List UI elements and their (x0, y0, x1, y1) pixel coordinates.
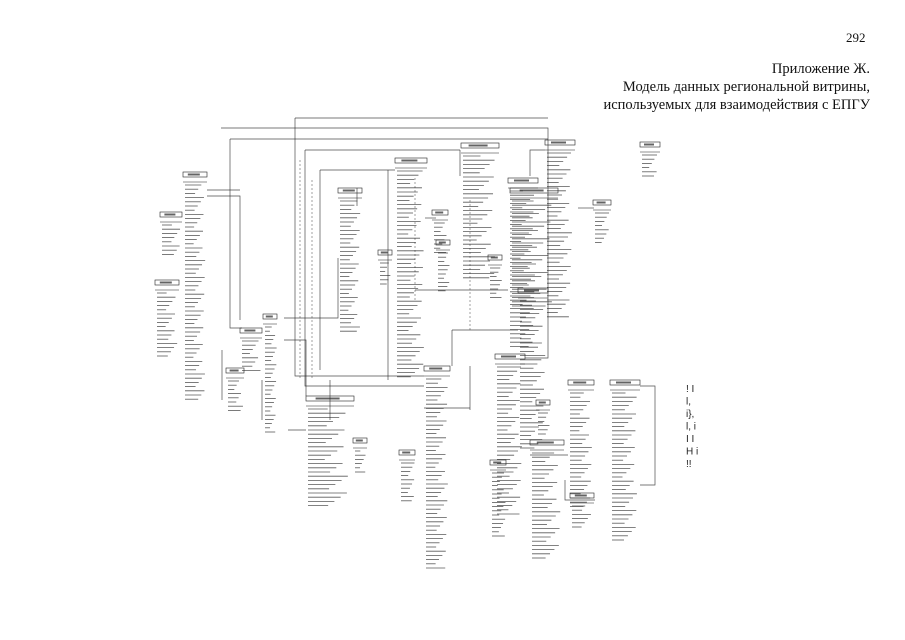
side-mark: H i (686, 447, 698, 458)
entity-table (592, 199, 612, 243)
entity-table (507, 177, 539, 347)
entity-table (569, 492, 595, 528)
page-number: 292 (846, 30, 866, 45)
entity-table (182, 171, 208, 400)
entity-table (489, 459, 507, 537)
entity-table (352, 437, 368, 473)
entity-table (154, 279, 180, 357)
entity-table (239, 327, 263, 371)
entity-table (435, 239, 451, 292)
entity-table (423, 365, 451, 569)
entity-table (460, 142, 500, 279)
side-mark: i}, (686, 409, 694, 420)
entity-table (337, 187, 363, 332)
entity-table (517, 287, 549, 449)
appendix-title-line-3: используемых для взаимодействия с ЕПГУ (603, 97, 870, 113)
entity-table (639, 141, 661, 177)
entity-table (609, 379, 641, 541)
entity-table (567, 379, 595, 507)
entity-table (494, 353, 526, 515)
entity-table (431, 209, 449, 253)
entity-table (262, 313, 278, 433)
side-mark: l, (686, 397, 691, 408)
entity-tables (154, 139, 661, 569)
entity-table (487, 254, 503, 298)
entity-table (377, 249, 393, 285)
entity-table (225, 367, 245, 411)
appendix-title: Приложение Ж. Модель данных региональной… (520, 60, 870, 114)
entity-table (398, 449, 416, 502)
entity-table (529, 439, 565, 559)
appendix-title-line-1: Приложение Ж. (771, 61, 870, 77)
side-marks: ! I l,i}, l, iI I H i!! (686, 384, 698, 470)
entity-table (159, 211, 183, 255)
side-mark: I I (686, 434, 694, 445)
relationship-lines (207, 117, 656, 501)
appendix-title-line-2: Модель данных региональной витрины, (622, 79, 870, 95)
entity-table (544, 139, 576, 318)
side-mark: !! (686, 459, 692, 470)
entity-table (305, 395, 355, 507)
entity-table (394, 157, 428, 378)
entity-table (535, 399, 551, 435)
side-mark: ! I (686, 384, 694, 395)
side-mark: l, i (686, 422, 696, 433)
